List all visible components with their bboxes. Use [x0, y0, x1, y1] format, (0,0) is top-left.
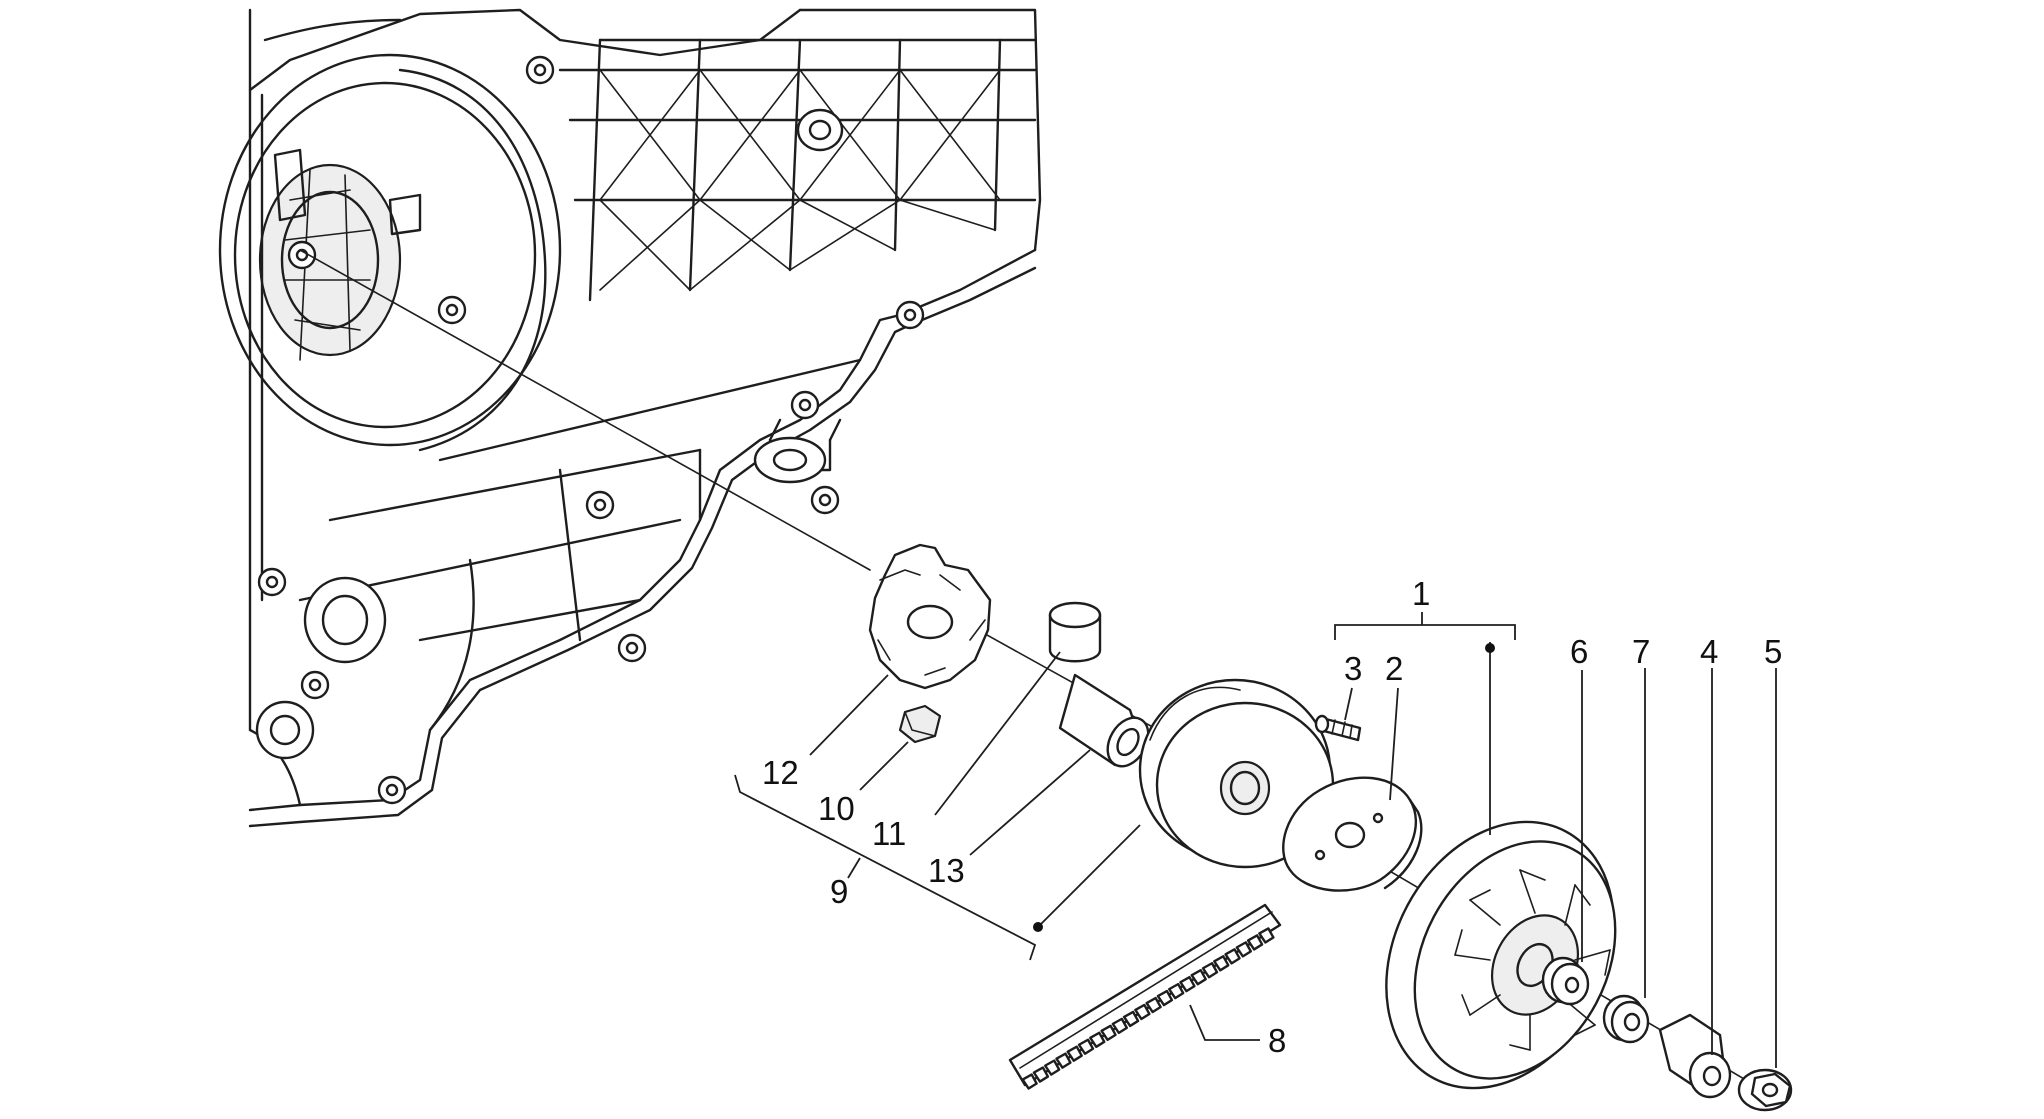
short-bushing	[1048, 601, 1102, 663]
belt-tooth	[1179, 975, 1196, 993]
belt-tooth	[1156, 989, 1174, 1007]
belt-tooth	[1032, 1066, 1050, 1083]
crankcase-cover	[218, 8, 1042, 828]
washer-7	[1602, 994, 1650, 1044]
callout-3: 3	[1344, 650, 1362, 687]
long-bushing	[1058, 673, 1150, 768]
belt-tooth	[1111, 1017, 1129, 1035]
slider-piece	[898, 704, 942, 744]
ramp-plate	[868, 543, 992, 690]
leader-lines	[734, 612, 1777, 1068]
nut	[1737, 1068, 1793, 1112]
fixed-plate	[1282, 776, 1423, 892]
belt-tooth	[1134, 1003, 1151, 1021]
callout-6: 6	[1570, 633, 1588, 670]
callout-1: 1	[1412, 575, 1430, 612]
belt-teeth	[1021, 927, 1275, 1090]
callout-10: 10	[818, 790, 855, 827]
belt-tooth	[1213, 955, 1230, 972]
belt-tooth	[1100, 1024, 1117, 1042]
callout-8: 8	[1268, 1022, 1286, 1059]
washer-6	[1541, 956, 1590, 1006]
callout-4: 4	[1700, 633, 1718, 670]
belt-tooth	[1190, 969, 1207, 986]
pin	[1314, 714, 1362, 742]
fan-drive-face	[1385, 820, 1617, 1090]
belt-tooth	[1122, 1010, 1140, 1028]
belt-tooth	[1055, 1052, 1072, 1069]
callout-2: 2	[1385, 650, 1403, 687]
belt-tooth	[1201, 962, 1219, 979]
belt-tooth	[1066, 1045, 1083, 1062]
belt-tooth	[1258, 927, 1275, 944]
callout-11: 11	[872, 815, 906, 852]
belt-tooth	[1021, 1073, 1038, 1090]
callout-5: 5	[1764, 633, 1782, 670]
belt-tooth	[1089, 1031, 1106, 1048]
callout-7: 7	[1632, 633, 1650, 670]
drive-belt	[1008, 903, 1282, 1090]
belt-tooth	[1167, 982, 1185, 1000]
callout-13: 13	[928, 852, 965, 889]
flange-bolt-holes	[257, 55, 925, 805]
belt-tooth	[1235, 941, 1253, 958]
belt-tooth	[1224, 948, 1241, 965]
callout-labels: 1 2 3 4 5 6 7 8 9 10 11 12 13	[762, 575, 1782, 1059]
belt-tooth	[1246, 934, 1264, 951]
belt-tooth	[1043, 1059, 1061, 1076]
callout-12: 12	[762, 754, 799, 791]
spacer	[1658, 1013, 1732, 1099]
belt-tooth	[1145, 996, 1162, 1014]
callout-9: 9	[830, 873, 848, 910]
belt-tooth	[1077, 1038, 1095, 1055]
